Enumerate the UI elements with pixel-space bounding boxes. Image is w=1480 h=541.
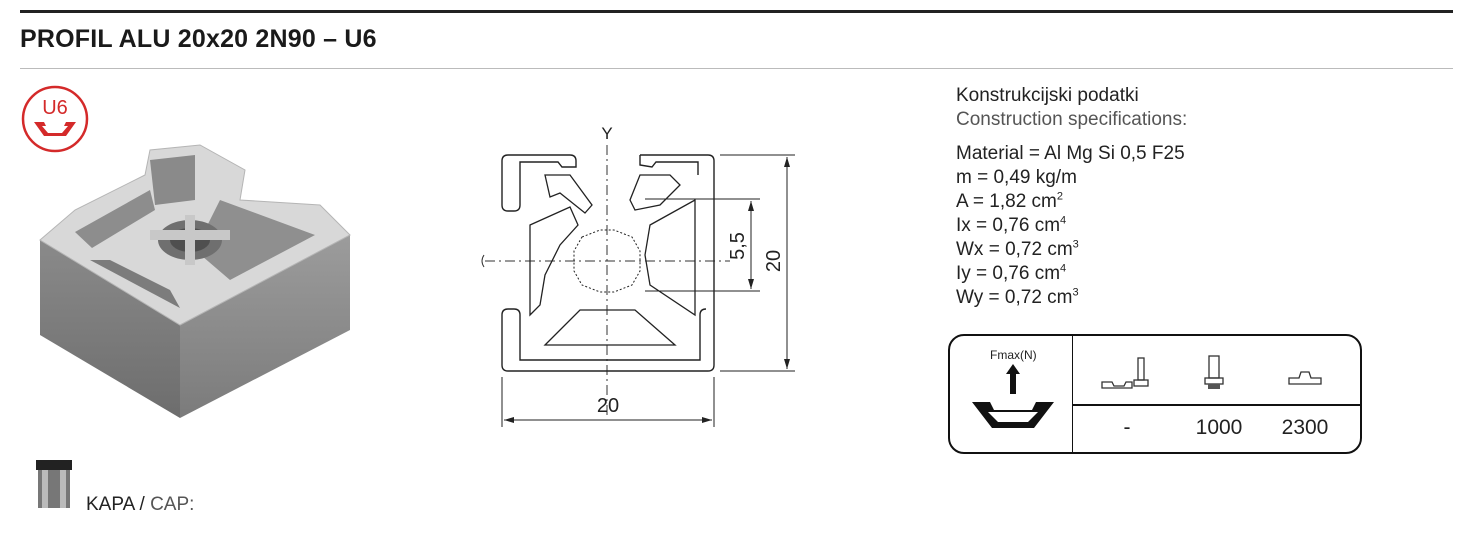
spec-iy: Iy = 0,76 cm4	[956, 262, 1067, 284]
axis-y-label: Y	[601, 124, 612, 143]
u6-badge-icon: U6	[21, 85, 89, 153]
dim-width-label: 20	[597, 395, 619, 417]
title-divider	[20, 68, 1453, 69]
badge-label: U6	[42, 97, 68, 119]
fmax-arrow-slot-icon	[972, 364, 1054, 428]
load-table-header-cell: Fmax(N)	[950, 336, 1073, 452]
spec-area: A = 1,82 cm2	[956, 190, 1063, 212]
load-table: Fmax(N) - 1000 2300	[948, 334, 1362, 454]
spec-ix: Ix = 0,76 cm4	[956, 214, 1067, 236]
dim-height-label: 20	[763, 250, 785, 272]
load-value-1: -	[1123, 416, 1131, 439]
fmax-label: Fmax(N)	[990, 348, 1037, 362]
load-value-3: 2300	[1281, 416, 1329, 439]
cap-icon	[36, 460, 72, 508]
tnut-bolt-side-icon	[1101, 357, 1149, 389]
spec-mass: m = 0,49 kg/m	[956, 167, 1077, 188]
dim-slot-label: 5,5	[727, 232, 749, 260]
spec-wy: Wy = 0,72 cm3	[956, 286, 1079, 308]
page-title: PROFIL ALU 20x20 2N90 – U6	[20, 25, 377, 53]
load-table-divider	[1072, 404, 1360, 406]
cap-label: KAPA / CAP:	[86, 494, 195, 515]
top-rule	[20, 10, 1453, 13]
tnut-icon	[1288, 371, 1322, 385]
spec-wx: Wx = 0,72 cm3	[956, 238, 1079, 260]
bolt-icon	[1204, 355, 1224, 389]
specifications: Konstrukcijski podatki Construction spec…	[956, 84, 1187, 310]
spec-material: Material = Al Mg Si 0,5 F25	[956, 143, 1185, 164]
profile-3d-render	[39, 144, 351, 418]
load-value-2: 1000	[1195, 416, 1243, 439]
specs-heading-en: Construction specifications:	[956, 109, 1188, 130]
cross-section-drawing: Y 20 20 5,5	[481, 124, 795, 427]
specs-heading: Konstrukcijski podatki	[956, 85, 1139, 106]
